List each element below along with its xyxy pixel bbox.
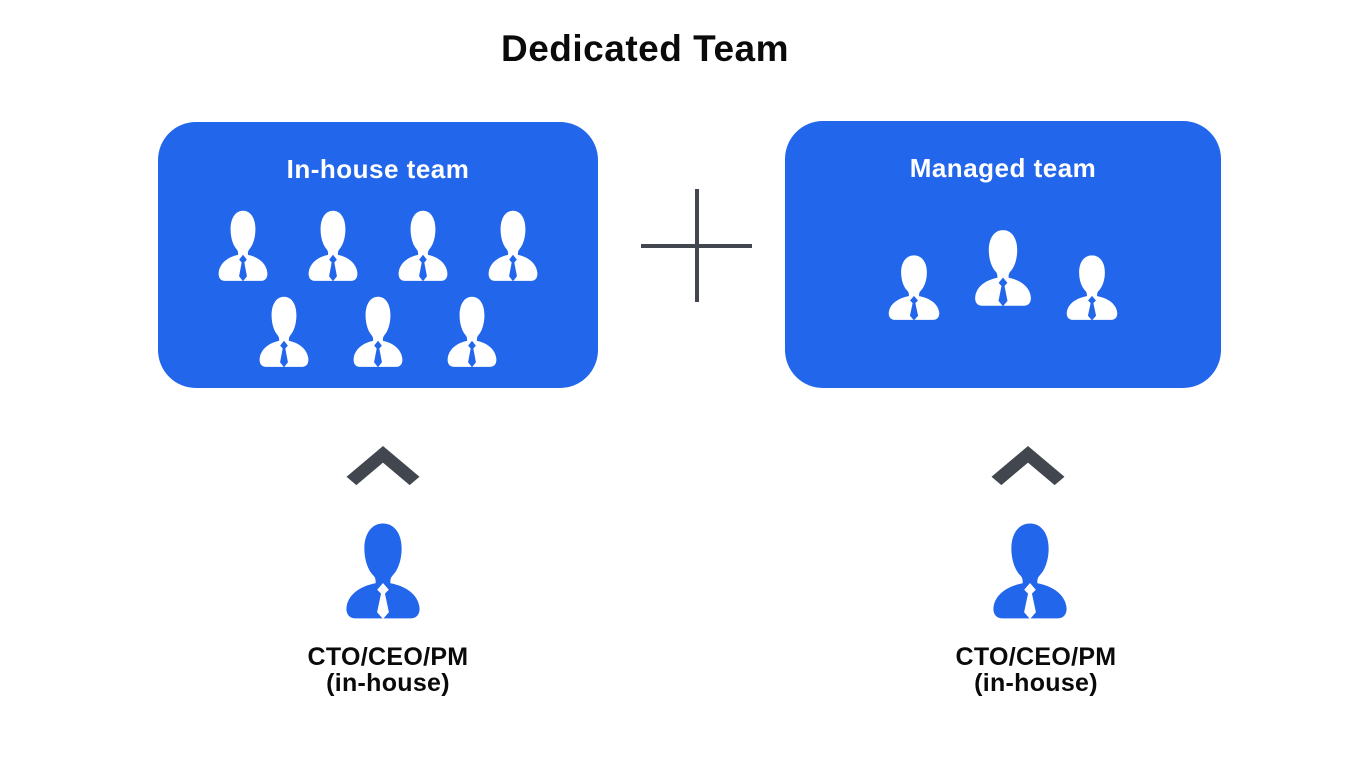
team-box-in-house: In-house team (158, 122, 598, 388)
members-row-top (158, 206, 598, 282)
person-bust-tie-icon (485, 206, 541, 282)
chevron-up-icon (991, 446, 1065, 486)
manager-caption-line1: CTO/CEO/PM (955, 643, 1117, 671)
person-bust-tie-icon (444, 292, 500, 368)
manager-caption-line1: CTO/CEO/PM (307, 643, 469, 671)
manager-caption-in-house: CTO/CEO/PM (in-house) (238, 644, 538, 696)
team-title-managed: Managed team (909, 153, 1097, 183)
person-bust-tie-icon (305, 206, 361, 282)
plus-horizontal-bar (641, 244, 752, 248)
team-box-managed: Managed team (785, 121, 1221, 388)
person-bust-tie-icon (350, 292, 406, 368)
person-bust-tie-icon (885, 251, 943, 321)
team-title-in-house: In-house team (286, 154, 470, 184)
manager-person-icon (341, 517, 425, 620)
person-bust-tie-icon (256, 292, 312, 368)
manager-caption-line2: (in-house) (974, 669, 1098, 697)
person-bust-tie-icon (395, 206, 451, 282)
page-title: Dedicated Team (500, 28, 790, 69)
person-bust-tie-icon (971, 225, 1035, 307)
members-row-managed (785, 225, 1221, 321)
person-bust-tie-icon (215, 206, 271, 282)
chevron-up-icon (346, 446, 420, 486)
manager-caption-line2: (in-house) (326, 669, 450, 697)
members-row-bottom (158, 292, 598, 368)
manager-caption-managed: CTO/CEO/PM (in-house) (886, 644, 1186, 696)
person-bust-tie-icon (1063, 251, 1121, 321)
manager-person-icon (988, 517, 1072, 620)
